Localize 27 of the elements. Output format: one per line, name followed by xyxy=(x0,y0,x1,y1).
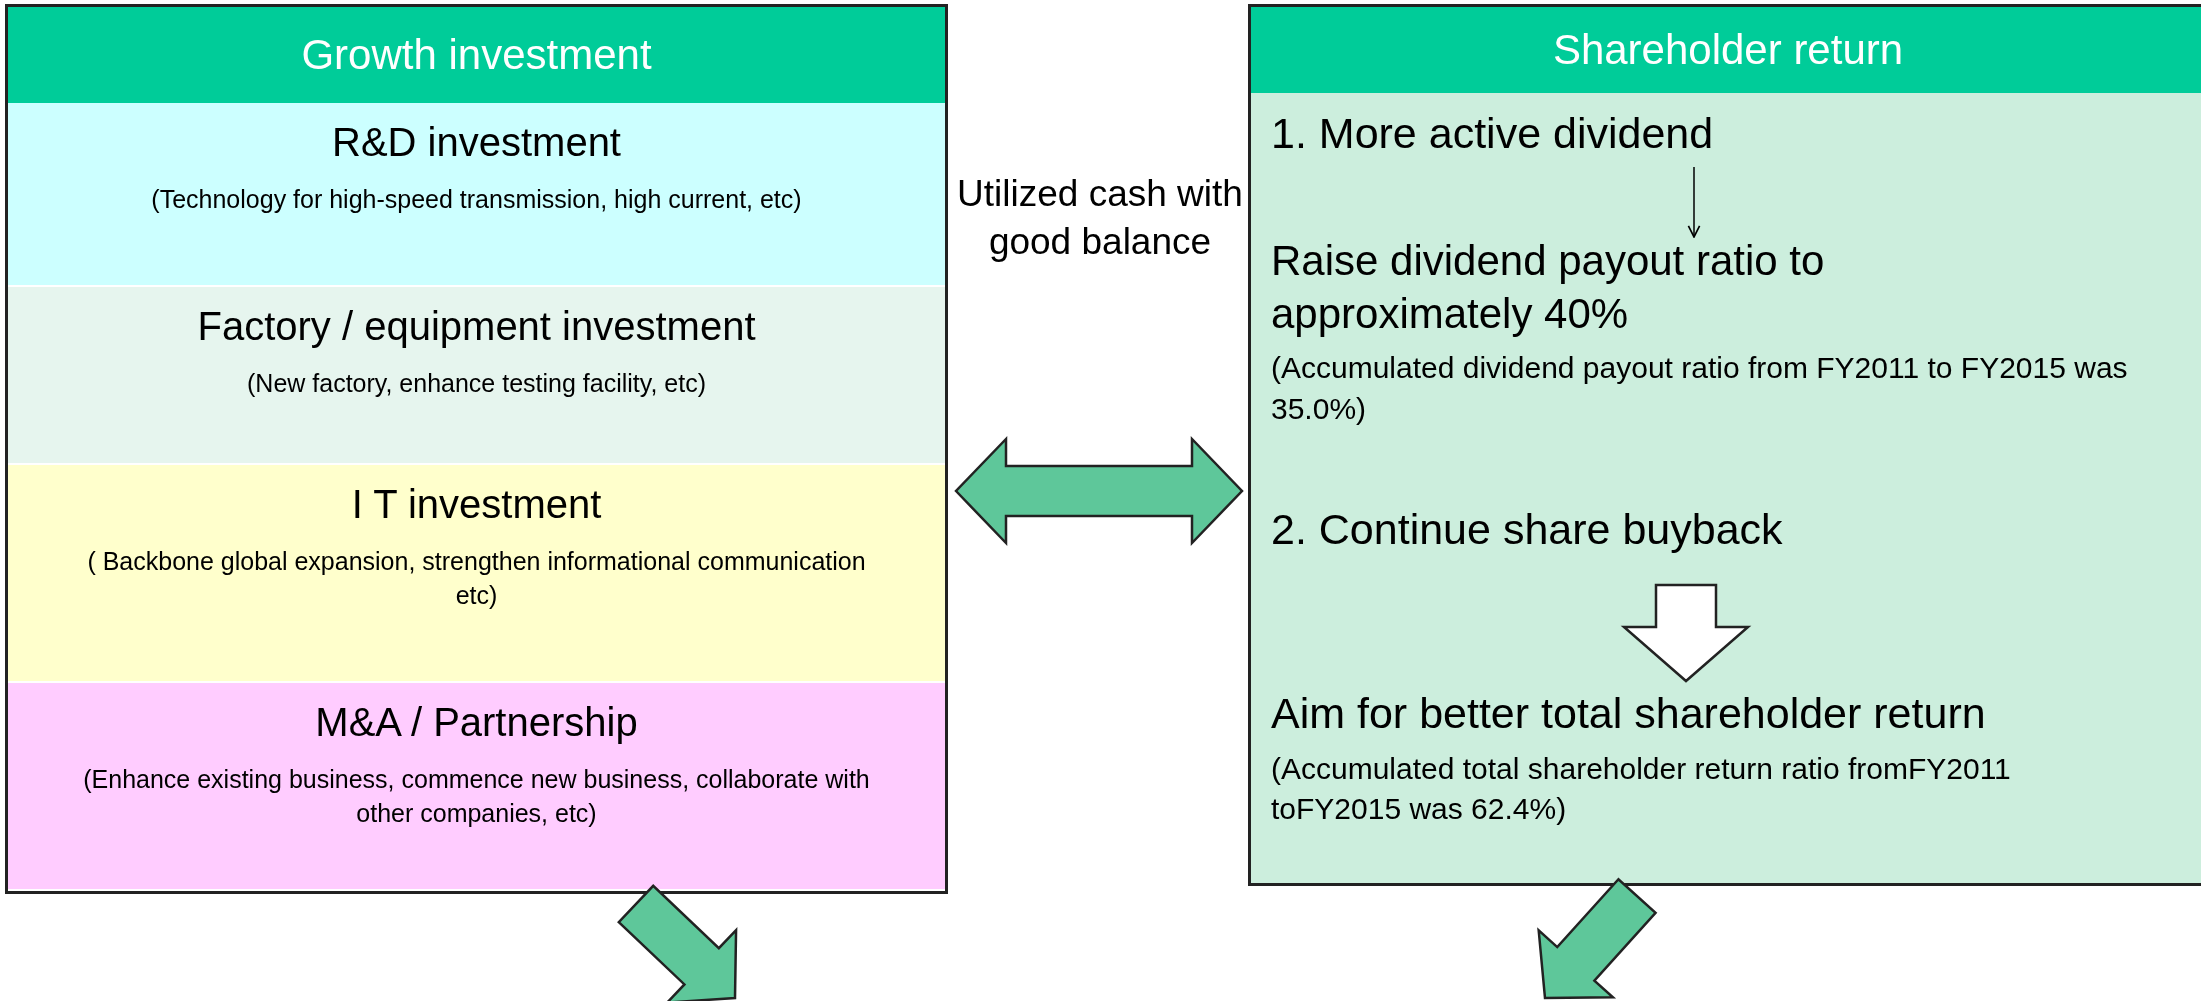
statement-text: Aim for better total shareholder return xyxy=(1271,688,1987,739)
detail-text: (New factory, enhance testing facility, etc) xyxy=(246,368,707,399)
category-title: R&D investment xyxy=(331,119,622,166)
detail-text: (Accumulated total shareholder return ratio fromFY2011 toFY2015 was 62.4%) xyxy=(1271,750,2012,828)
category-band xyxy=(8,103,945,287)
category-title: I T investment xyxy=(350,481,603,528)
detail-text: (Enhance existing business, commence new business, collaborate with other companies, etc) xyxy=(82,764,871,829)
block-arrow xyxy=(1620,583,1752,683)
detail-text: ( Backbone global expansion, strengthen informational communication etc) xyxy=(86,546,867,611)
block-arrow xyxy=(617,884,738,1001)
category-band xyxy=(8,287,945,465)
section-title: Growth investment xyxy=(8,7,945,103)
category-band xyxy=(8,465,945,683)
statement-text: 2. Continue share buyback xyxy=(1271,504,1784,555)
statement-text: Raise dividend payout ratio to approximately 40% xyxy=(1271,236,1826,339)
section-panel xyxy=(5,4,948,894)
detail-text: (Technology for high-speed transmission, high current, etc) xyxy=(150,184,803,215)
detail-text: (Accumulated dividend payout ratio from FY2011 to FY2015 was 35.0%) xyxy=(1271,350,2129,427)
category-title: M&A / Partnership xyxy=(314,699,639,746)
category-band xyxy=(8,683,945,891)
section-title: Shareholder return xyxy=(1251,7,2201,93)
block-arrow xyxy=(1537,877,1658,1000)
statement-text: 1. More active dividend xyxy=(1271,108,1715,159)
section-panel xyxy=(1248,4,2201,886)
block-arrow xyxy=(954,435,1244,547)
arrow xyxy=(1687,166,1701,238)
category-title: Factory / equipment investment xyxy=(196,303,757,350)
